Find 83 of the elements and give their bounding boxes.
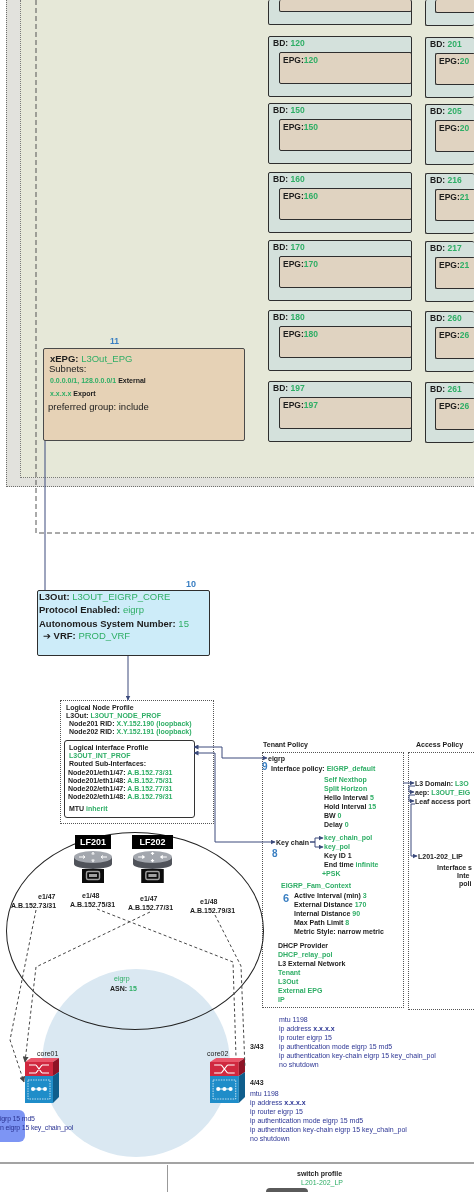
epg-box: [435, 398, 474, 430]
epg-box: [435, 120, 474, 152]
bridge-domain-box: [425, 104, 474, 165]
epg-box: [435, 53, 474, 85]
callout-number: 9: [262, 762, 268, 772]
arrow: [408, 794, 416, 804]
device-label: LF201: [75, 835, 111, 849]
dashed-arrow: [22, 911, 151, 1063]
setting-text: Protocol Enabled: eigrp: [39, 605, 145, 615]
dashed-arrow: [9, 909, 37, 1083]
domain-label: BD: 150: [273, 106, 305, 115]
domain-label: BD: 217: [430, 244, 462, 253]
arrow: [402, 780, 415, 786]
epg-box: [279, 326, 412, 358]
arrow: [410, 803, 418, 859]
profile-panel: [60, 700, 214, 824]
epg-box: [279, 397, 412, 429]
epg-label: EPG:120: [283, 56, 318, 65]
epg-label: EPG:197: [283, 401, 318, 410]
bridge-domain-box: [268, 0, 412, 25]
epg-box: [435, 189, 474, 221]
setting-text: preferred group: include: [48, 402, 149, 412]
connector-line: [44, 440, 46, 591]
epg-box: [279, 188, 412, 220]
profile-box: [64, 740, 195, 818]
bridge-domain-box: [425, 173, 474, 234]
epg-label: EPG:21: [439, 261, 470, 270]
arrow: [193, 744, 268, 761]
bridge-domain-box: [268, 240, 412, 301]
callout-number: 10: [186, 580, 196, 589]
external-epg-box: [43, 348, 245, 441]
epg-box: [435, 327, 474, 359]
callout-number: 11: [110, 337, 119, 346]
arrow: [125, 655, 131, 701]
arrow: [309, 841, 324, 850]
bridge-domain-box: [268, 381, 412, 442]
epg-box: [435, 257, 474, 289]
callout-number: 6: [283, 893, 290, 904]
epg-label: EPG:160: [283, 192, 318, 201]
epg-box: [435, 0, 474, 13]
bridge-domain-box: [425, 0, 474, 26]
bridge-domain-box: [425, 241, 474, 302]
dashed-link: [96, 908, 237, 1058]
l3out-title: L3Out: L3OUT_EIGRP_CORE: [39, 592, 171, 602]
bridge-domain-box: [425, 311, 474, 372]
epg-label: EPG:150: [283, 123, 318, 132]
bridge-domain-box: [268, 172, 412, 233]
l3out-box: [37, 590, 210, 656]
epg-box: [279, 52, 412, 84]
bridge-domain-box: [268, 36, 412, 97]
arrow: [193, 750, 276, 845]
bridge-domain-box: [425, 37, 474, 98]
domain-label: BD: 201: [430, 40, 462, 49]
epg-label: EPG:26: [439, 402, 470, 411]
domain-label: BD: 180: [273, 313, 305, 322]
epg-label: EPG:20: [439, 124, 470, 133]
domain-label: BD: 261: [430, 385, 462, 394]
setting-text: Autonomous System Number: 15: [39, 619, 189, 629]
epg-label: EPG:20: [439, 57, 470, 66]
domain-label: BD: 160: [273, 175, 305, 184]
domain-label: BD: 170: [273, 243, 305, 252]
domain-label: BD: 197: [273, 384, 305, 393]
bridge-domain-box: [268, 310, 412, 371]
callout-number: 8: [272, 849, 278, 859]
arrow: [408, 785, 416, 795]
domain-label: BD: 260: [430, 314, 462, 323]
field-label: Subnets:: [49, 364, 87, 374]
epg-title: xEPG: L3Out_EPG: [50, 354, 133, 364]
dashed-link: [214, 914, 246, 1069]
domain-label: BD: 120: [273, 39, 305, 48]
bridge-domain-box: [425, 382, 474, 443]
epg-label: EPG:26: [439, 331, 470, 340]
domain-label: BD: 216: [430, 176, 462, 185]
epg-box: [279, 0, 412, 12]
epg-label: EPG:180: [283, 330, 318, 339]
epg-label: EPG:170: [283, 260, 318, 269]
device-label: LF202: [132, 835, 173, 849]
epg-label: EPG:21: [439, 193, 470, 202]
vrf-text: ➔ VRF: PROD_VRF: [43, 631, 131, 641]
epg-box: [279, 119, 412, 151]
epg-box: [279, 256, 412, 288]
bridge-domain-box: [268, 103, 412, 164]
domain-label: BD: 205: [430, 107, 462, 116]
